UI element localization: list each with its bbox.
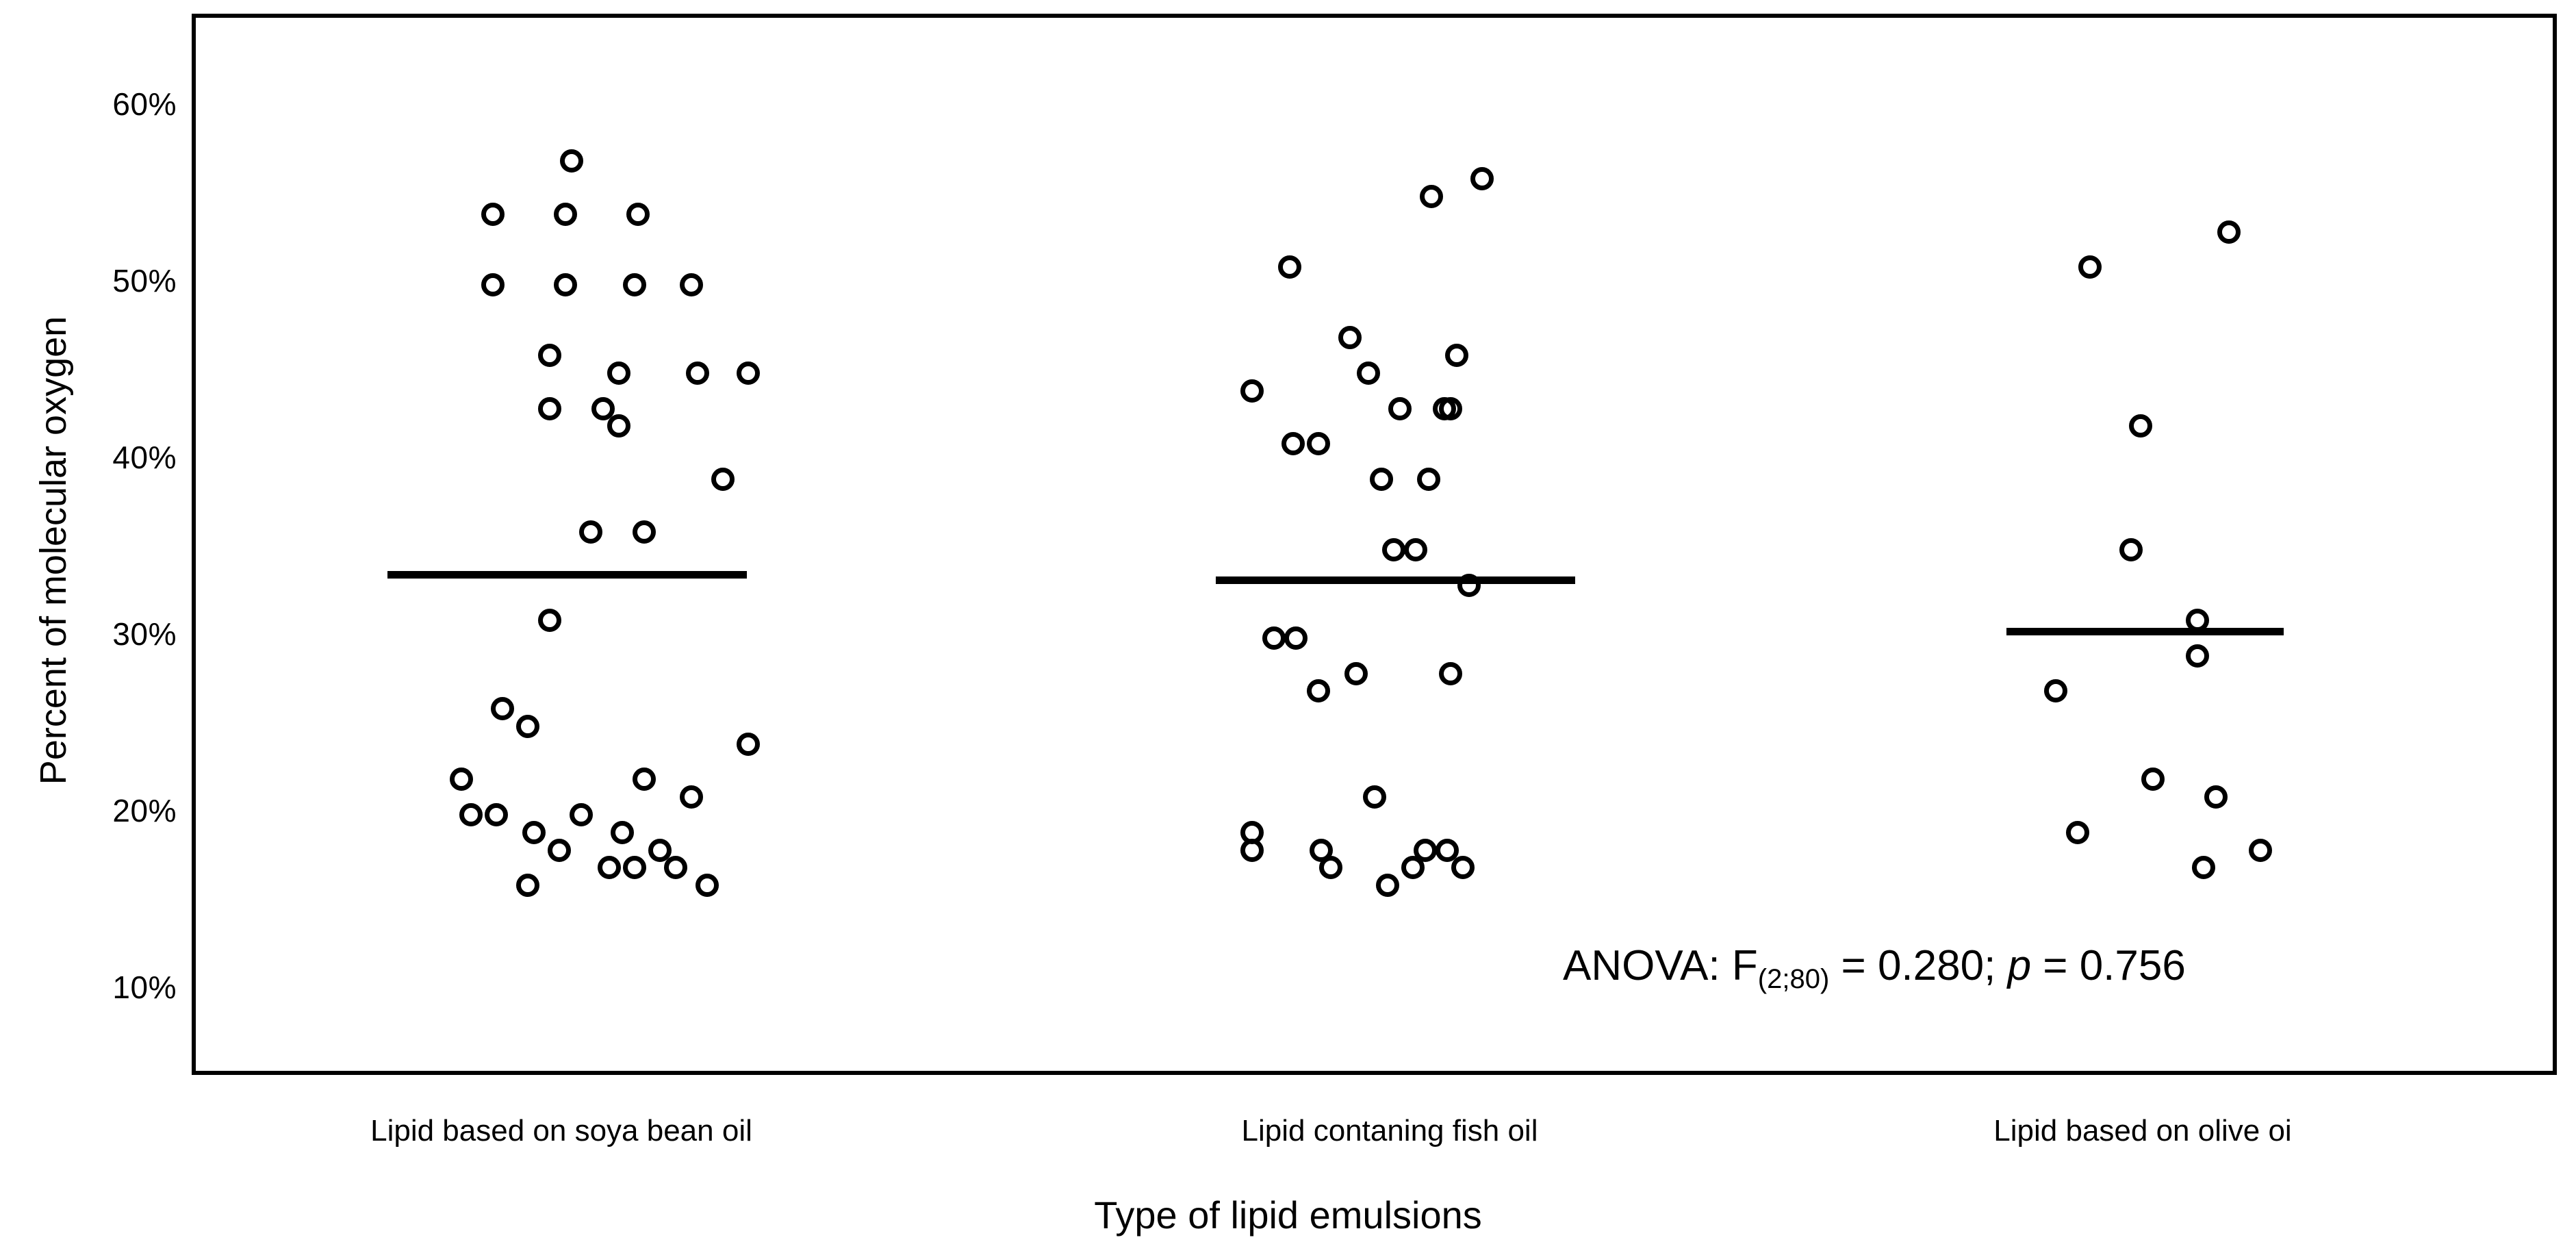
y-axis-tick-label: 60% bbox=[112, 86, 177, 122]
data-point bbox=[1284, 626, 1308, 650]
anova-prefix: ANOVA: F bbox=[1563, 942, 1758, 989]
data-point bbox=[481, 273, 505, 296]
data-point bbox=[598, 856, 622, 880]
data-point bbox=[633, 520, 656, 544]
data-point bbox=[736, 362, 760, 385]
y-axis-tick-label: 40% bbox=[112, 440, 177, 475]
data-point bbox=[1344, 661, 1368, 685]
data-point bbox=[607, 362, 631, 385]
data-point bbox=[664, 856, 687, 880]
data-point bbox=[2191, 856, 2215, 880]
data-point bbox=[623, 856, 647, 880]
data-point bbox=[2217, 220, 2241, 244]
data-point bbox=[2248, 838, 2272, 862]
data-point bbox=[1375, 874, 1399, 898]
y-axis-tick-label: 50% bbox=[112, 263, 177, 299]
data-point bbox=[1281, 432, 1305, 456]
data-point bbox=[578, 520, 602, 544]
data-point bbox=[459, 803, 483, 826]
data-point bbox=[515, 715, 539, 738]
data-point bbox=[570, 803, 593, 826]
x-axis-title: Type of lipid emulsions bbox=[1094, 1193, 1482, 1237]
data-point bbox=[538, 609, 561, 633]
data-point bbox=[538, 396, 561, 420]
data-point bbox=[1438, 661, 1462, 685]
y-axis-tick-label: 30% bbox=[112, 616, 177, 652]
anova-subscript: (2;80) bbox=[1757, 964, 1830, 994]
data-point bbox=[1382, 538, 1405, 561]
data-point bbox=[1319, 856, 1342, 880]
data-point bbox=[554, 273, 577, 296]
data-point bbox=[1338, 326, 1362, 350]
data-point bbox=[1278, 255, 1302, 279]
data-point bbox=[2185, 644, 2209, 668]
data-point bbox=[2043, 679, 2067, 703]
data-point bbox=[1404, 538, 1428, 561]
data-point bbox=[560, 149, 584, 173]
plot-area bbox=[192, 14, 2557, 1075]
y-axis-tick-label: 20% bbox=[112, 793, 177, 828]
data-point bbox=[1438, 396, 1462, 420]
data-point bbox=[1388, 396, 1412, 420]
data-point bbox=[591, 396, 615, 420]
data-point bbox=[610, 820, 634, 844]
anova-annotation: ANOVA: F(2;80) = 0.280; p = 0.756 bbox=[1563, 943, 2186, 1002]
data-point bbox=[554, 202, 577, 226]
data-point bbox=[1262, 626, 1286, 650]
data-point bbox=[1369, 467, 1393, 491]
data-point bbox=[1363, 785, 1387, 809]
data-point bbox=[1401, 856, 1425, 880]
data-point bbox=[1240, 838, 1264, 862]
data-point bbox=[522, 820, 546, 844]
data-point bbox=[607, 414, 631, 438]
data-point bbox=[515, 874, 539, 898]
data-point bbox=[2204, 785, 2228, 809]
x-axis-category-label: Lipid based on soya bean oil bbox=[370, 1114, 752, 1148]
data-point bbox=[1414, 838, 1437, 862]
data-point bbox=[1240, 379, 1264, 403]
data-point bbox=[633, 768, 656, 791]
data-point bbox=[1451, 856, 1475, 880]
anova-p-symbol: p bbox=[2007, 942, 2032, 989]
data-point bbox=[1436, 838, 1459, 862]
anova-p-value: = 0.756 bbox=[2031, 942, 2186, 989]
data-point bbox=[1306, 679, 1330, 703]
data-point bbox=[680, 785, 703, 809]
y-axis-tick-label: 10% bbox=[112, 969, 177, 1005]
data-point bbox=[1416, 467, 1440, 491]
data-point bbox=[547, 838, 571, 862]
y-axis-title: Percent of molecular oxygen bbox=[33, 316, 74, 785]
data-point bbox=[1420, 185, 1444, 208]
data-point bbox=[1306, 432, 1330, 456]
data-point bbox=[648, 838, 672, 862]
data-point bbox=[623, 273, 647, 296]
data-point bbox=[1457, 573, 1481, 597]
anova-f-value: = 0.280; bbox=[1829, 942, 2008, 989]
data-point bbox=[1357, 362, 1381, 385]
data-point bbox=[711, 467, 735, 491]
data-point bbox=[481, 202, 505, 226]
data-point bbox=[450, 768, 474, 791]
data-point bbox=[2128, 414, 2152, 438]
data-point bbox=[484, 803, 508, 826]
data-point bbox=[1470, 167, 1494, 191]
data-point bbox=[686, 362, 710, 385]
x-axis-category-label: Lipid based on olive oi bbox=[1993, 1114, 2292, 1148]
x-axis-category-label: Lipid contaning fish oil bbox=[1241, 1114, 1538, 1148]
group-mean-line bbox=[2006, 627, 2284, 635]
data-point bbox=[538, 344, 561, 368]
data-point bbox=[2119, 538, 2143, 561]
data-point bbox=[736, 732, 760, 756]
data-point bbox=[2141, 768, 2165, 791]
data-point bbox=[2078, 255, 2102, 279]
data-point bbox=[696, 874, 719, 898]
data-point bbox=[1445, 344, 1468, 368]
group-mean-line bbox=[387, 571, 747, 579]
data-point bbox=[626, 202, 650, 226]
group-mean-line bbox=[1216, 576, 1575, 584]
data-point bbox=[680, 273, 703, 296]
data-point bbox=[2065, 820, 2089, 844]
data-point bbox=[491, 697, 514, 721]
